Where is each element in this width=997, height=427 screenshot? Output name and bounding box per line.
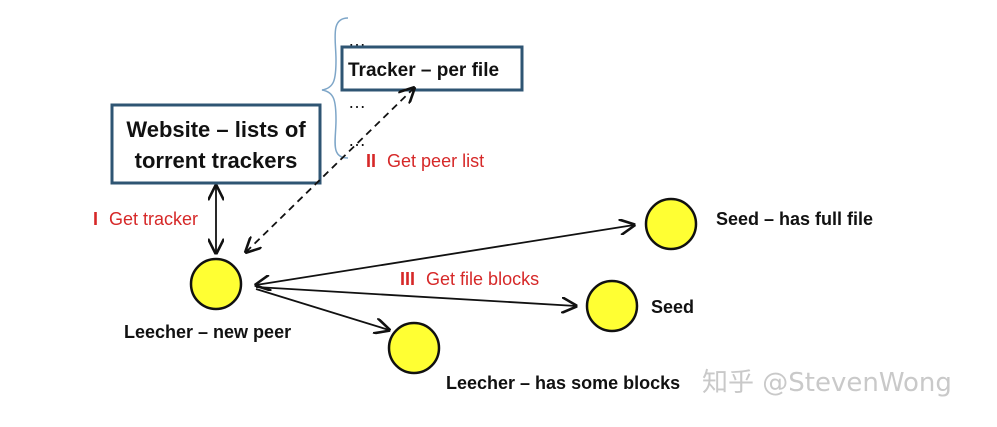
tracker-dots-below-1: … <box>348 92 366 112</box>
tracker-dots-above: … <box>348 30 366 50</box>
get-tracker-text: Get tracker <box>109 209 198 229</box>
website-box-line1: Website – lists of <box>126 117 306 142</box>
node-seed-full <box>644 197 698 251</box>
tracker-dots-below-2: … <box>348 130 366 150</box>
tracker-box-label: Tracker – per file <box>348 60 499 81</box>
node-leecher-new <box>189 257 243 311</box>
node-leecher-some <box>387 321 441 375</box>
get-tracker-numeral: I <box>93 209 98 229</box>
arrow-to-seed-full <box>256 225 634 285</box>
watermark: 知乎 @StevenWong <box>702 368 952 398</box>
node-seed <box>585 279 639 333</box>
seed-full-label: Seed – has full file <box>716 209 873 229</box>
get-peer-list-label: II Get peer list <box>366 151 484 171</box>
get-file-blocks-label: III Get file blocks <box>400 269 539 289</box>
website-box-line2: torrent trackers <box>135 148 298 173</box>
get-file-blocks-numeral: III <box>400 269 415 289</box>
arrow-to-leecher-some <box>255 288 389 330</box>
tracker-box <box>340 45 524 92</box>
arrow-to-seed <box>255 286 576 306</box>
get-file-blocks-text: Get file blocks <box>426 269 539 289</box>
get-peer-list-text: Get peer list <box>387 151 484 171</box>
seed-label: Seed <box>651 297 694 317</box>
get-tracker-label: I Get tracker <box>93 209 198 229</box>
leecher-some-label: Leecher – has some blocks <box>446 373 680 393</box>
leecher-new-label: Leecher – new peer <box>124 322 291 342</box>
get-peer-list-numeral: II <box>366 151 376 171</box>
